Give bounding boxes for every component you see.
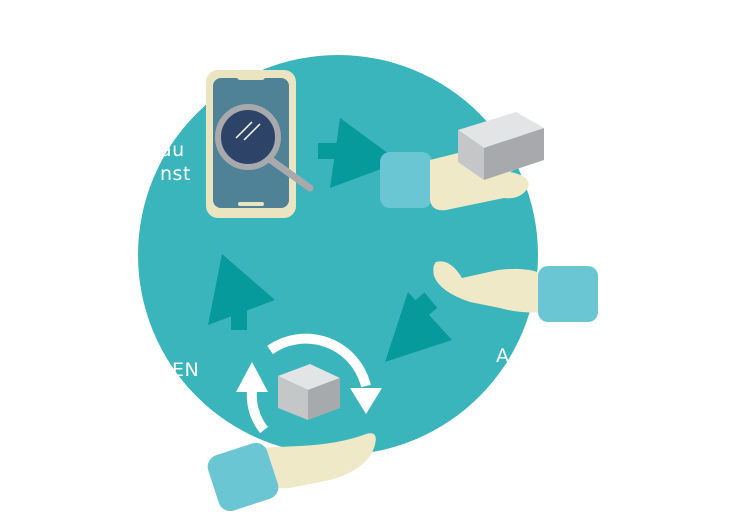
box-icon bbox=[278, 364, 340, 420]
box-icon bbox=[458, 112, 544, 180]
label-right-bottom: A bbox=[496, 345, 510, 367]
flow-arrow-icon bbox=[318, 118, 400, 188]
magnifier-icon bbox=[215, 104, 314, 192]
hand-icon bbox=[207, 433, 376, 512]
flow-arrow-icon bbox=[208, 254, 275, 330]
label-left-bottom: EN bbox=[172, 359, 200, 381]
hand-icon bbox=[433, 261, 598, 322]
label-top-left-line1: au bbox=[160, 139, 185, 161]
label-top-left-line2: nst bbox=[160, 163, 191, 185]
label-top-left: au nst bbox=[160, 138, 191, 186]
refresh-arrows-icon bbox=[236, 333, 382, 434]
flow-arrow-icon bbox=[385, 292, 452, 362]
